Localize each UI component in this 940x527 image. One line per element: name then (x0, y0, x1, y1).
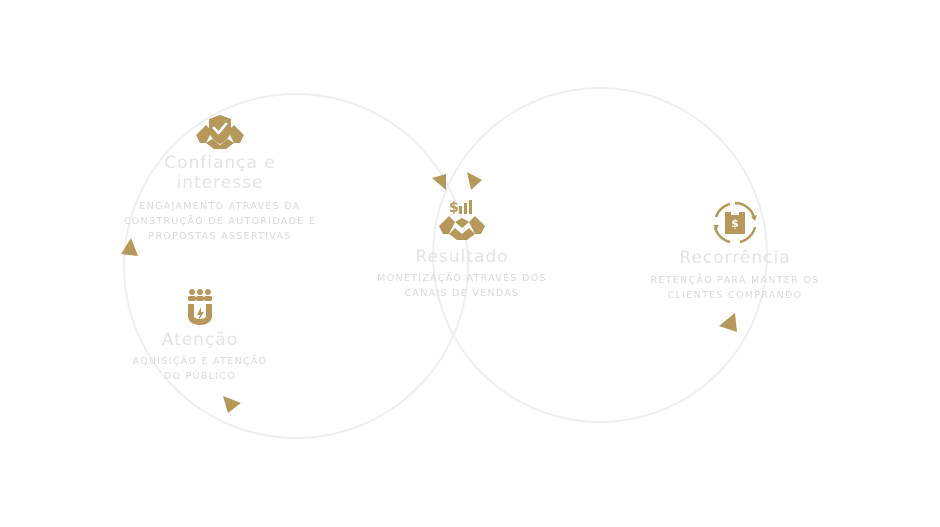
stage-description-line: Aquisição e atenção (132, 356, 268, 367)
stage-title-line: interesse (176, 173, 264, 193)
stage-description-line: clientes comprando (667, 290, 803, 301)
stage-title: Resultado (415, 247, 509, 267)
arrow-left-into-center-icon (432, 174, 446, 190)
stage-description-line: Retenção para manter os (650, 275, 820, 286)
right-loop-ring (432, 87, 768, 423)
stage-description-line: Engajamento através da (139, 201, 301, 212)
arrow-right-into-center-icon (467, 172, 482, 190)
handshake-shield-icon (196, 115, 244, 149)
stage-title: Atenção (161, 330, 239, 350)
stage-title-line: Confiança e (164, 153, 276, 173)
stage-confianca: Confiança e interesse Engajamento atravé… (110, 113, 330, 243)
stage-description-line: do público (163, 371, 237, 382)
stage-description-line: construção de autoridade e (123, 216, 317, 227)
svg-text:$: $ (731, 217, 739, 230)
stage-resultado: $ Resultado Monetização através dos cana… (362, 198, 562, 300)
stage-description-line: propostas assertivas (148, 231, 292, 242)
stage-description-line: canais de vendas (404, 288, 520, 299)
stage-atencao: Atenção Aquisição e atenção do público (110, 288, 290, 383)
arrow-left-ring-up-icon (121, 238, 138, 256)
left-loop-ring (123, 93, 469, 439)
box-cycle-icon: $ (713, 201, 757, 244)
stage-description-line: Monetização através dos (377, 273, 547, 284)
stage-title: Recorrência (679, 248, 791, 268)
arrow-right-ring-up-icon (719, 313, 737, 332)
svg-text:$: $ (449, 200, 459, 216)
magnet-people-icon (188, 289, 212, 325)
handshake-money-icon: $ (439, 200, 485, 240)
arrow-left-ring-bottom-icon (223, 396, 241, 413)
stage-recorrencia: $ Recorrência Retenção para manter os cl… (640, 200, 830, 302)
